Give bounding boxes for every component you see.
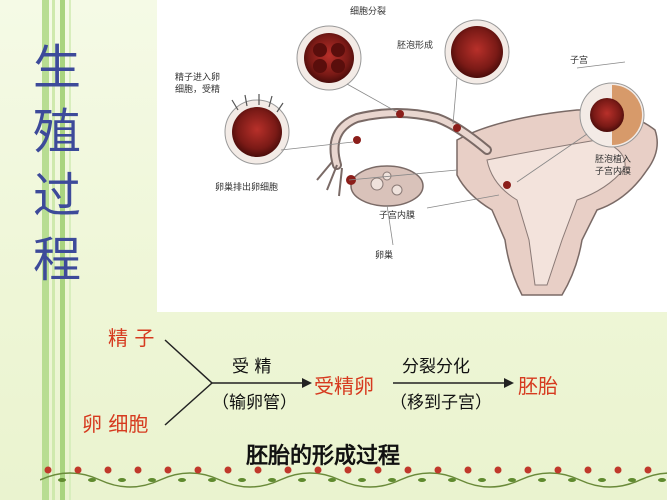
vine-leaf — [508, 478, 516, 482]
vine-flower — [434, 466, 442, 474]
vine-flower — [284, 466, 292, 474]
fimbriae — [316, 161, 343, 197]
vine-flower — [584, 466, 592, 474]
vine-flower — [554, 466, 562, 474]
decor-stripe — [69, 0, 71, 500]
vine-leaf — [268, 478, 276, 482]
zygote-label: 受精卵 — [314, 374, 374, 398]
sperm-label: 精 子 — [108, 326, 155, 350]
vine-flower — [524, 466, 532, 474]
label-ovary: 卵巢 — [375, 249, 393, 261]
vine-leaf — [58, 478, 66, 482]
vine-flower — [74, 466, 82, 474]
vine-flower — [464, 466, 472, 474]
vine-leaf — [118, 478, 126, 482]
implantation-callout — [579, 82, 645, 148]
vine-flower — [164, 466, 172, 474]
vine-flower — [44, 466, 52, 474]
cell-division-callout — [296, 25, 362, 91]
diagram-caption: 胚胎的形成过程 — [246, 444, 401, 469]
vine-leaf — [568, 478, 576, 482]
vine-leaf — [418, 478, 426, 482]
label-sperm-enter: 精子进入卵细胞，受精 — [175, 71, 220, 95]
vine-leaf — [388, 478, 396, 482]
vine-leaf — [298, 478, 306, 482]
label-uterus: 子宫 — [570, 54, 588, 66]
vine-leaf — [598, 478, 606, 482]
blastocyst-callout — [444, 19, 510, 85]
vine-flower — [194, 466, 202, 474]
vine-leaf — [478, 478, 486, 482]
vine-leaf — [328, 478, 336, 482]
vine-leaf — [208, 478, 216, 482]
vine-flower — [254, 466, 262, 474]
reproductive-anatomy-diagram: 细胞分裂 胚泡形成 精子进入卵细胞，受精 子宫 卵巢排出卵细胞 胚泡植入子宫内膜… — [175, 5, 658, 296]
vine-flower — [134, 466, 142, 474]
label-blastocyst-forming: 胚泡形成 — [397, 39, 433, 51]
vine-leaf — [238, 478, 246, 482]
vine-leaf — [628, 478, 636, 482]
vine-flower — [344, 466, 352, 474]
label-ovulation: 卵巢排出卵细胞 — [215, 181, 278, 193]
uterine-cavity — [486, 139, 626, 286]
vertical-title: 生 殖 过 程 — [22, 36, 92, 292]
vine-flower — [374, 466, 382, 474]
vine-leaf — [178, 478, 186, 482]
vine-flower — [644, 466, 652, 474]
vine-leaf — [148, 478, 156, 482]
title-char: 生 — [32, 40, 81, 96]
decor-stripe — [42, 0, 49, 500]
vine-leaf — [88, 478, 96, 482]
vine-flower — [494, 466, 502, 474]
vine-leaf — [448, 478, 456, 482]
label-implantation: 胚泡植入子宫内膜 — [595, 153, 631, 177]
oviduct-label: （输卵管） — [212, 393, 297, 413]
vine-leaf — [658, 478, 666, 482]
embryo-label: 胚胎 — [518, 374, 558, 398]
vine-flower — [104, 466, 112, 474]
move-to-uterus-label: （移到子宫） — [390, 393, 492, 413]
vine-leaf — [538, 478, 546, 482]
vine-flower — [224, 466, 232, 474]
fertilization-callout — [224, 94, 290, 165]
decor-stripe — [60, 0, 65, 500]
egg-label: 卵 细胞 — [82, 412, 149, 436]
title-char: 殖 — [32, 104, 81, 160]
vine-flower — [314, 466, 322, 474]
callout-lines — [280, 61, 626, 246]
label-cell-division: 细胞分裂 — [350, 5, 386, 17]
title-char: 程 — [32, 232, 81, 288]
vine-leaf — [358, 478, 366, 482]
differentiation-label: 分裂分化 — [402, 357, 470, 377]
fertilization-label: 受 精 — [232, 357, 272, 377]
label-endometrium: 子宫内膜 — [379, 209, 415, 221]
decor-stripe — [52, 0, 55, 500]
decor-vine — [40, 466, 667, 488]
title-char: 过 — [32, 168, 81, 224]
vine-flower — [404, 466, 412, 474]
vine-flower — [614, 466, 622, 474]
